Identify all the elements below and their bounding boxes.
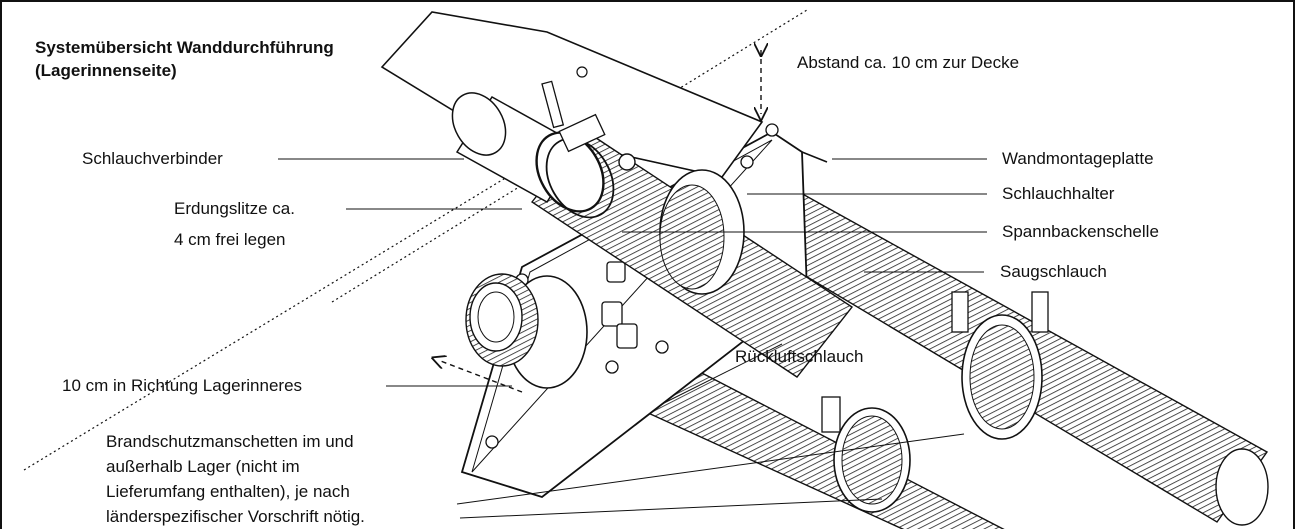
label-grounding-wire-2: 4 cm frei legen bbox=[174, 230, 286, 249]
label-hose-holder: Schlauchhalter bbox=[1002, 184, 1115, 203]
suction-hose bbox=[730, 176, 1269, 526]
wall-line-lower bbox=[23, 173, 513, 471]
title-line-1: Systemübersicht Wanddurchführung bbox=[35, 38, 334, 57]
label-suction-hose: Saugschlauch bbox=[1000, 262, 1107, 281]
fire-protection-note: Brandschutzmanschetten im und außerhalb … bbox=[106, 429, 365, 529]
fire-note-line-1: Brandschutzmanschetten im und bbox=[106, 432, 354, 451]
return-air-hose bbox=[600, 341, 1005, 529]
label-inward-direction: 10 cm in Richtung Lagerinneres bbox=[62, 376, 303, 395]
fire-note-line-4: länderspezifischer Vorschrift nötig. bbox=[106, 507, 365, 526]
lower-left-hose-stub bbox=[465, 273, 588, 389]
fire-note-line-2: außerhalb Lager (nicht im bbox=[106, 457, 300, 476]
label-return-air-hose: Rückluftschlauch bbox=[735, 347, 864, 366]
label-wall-mounting-plate: Wandmontageplatte bbox=[1002, 149, 1154, 168]
label-grounding-wire-1: Erdungslitze ca. bbox=[174, 199, 295, 218]
leader-lines bbox=[278, 158, 987, 519]
title-line-2: (Lagerinnenseite) bbox=[35, 61, 177, 80]
diagram-title: Systemübersicht Wanddurchführung (Lageri… bbox=[35, 36, 334, 82]
label-hose-connector: Schlauchverbinder bbox=[82, 149, 223, 168]
inward-direction-arrow bbox=[438, 360, 523, 393]
fire-note-line-3: Lieferumfang enthalten), je nach bbox=[106, 482, 350, 501]
label-jaw-clamp: Spannbackenschelle bbox=[1002, 222, 1159, 241]
label-ceiling-distance: Abstand ca. 10 cm zur Decke bbox=[797, 53, 1020, 72]
